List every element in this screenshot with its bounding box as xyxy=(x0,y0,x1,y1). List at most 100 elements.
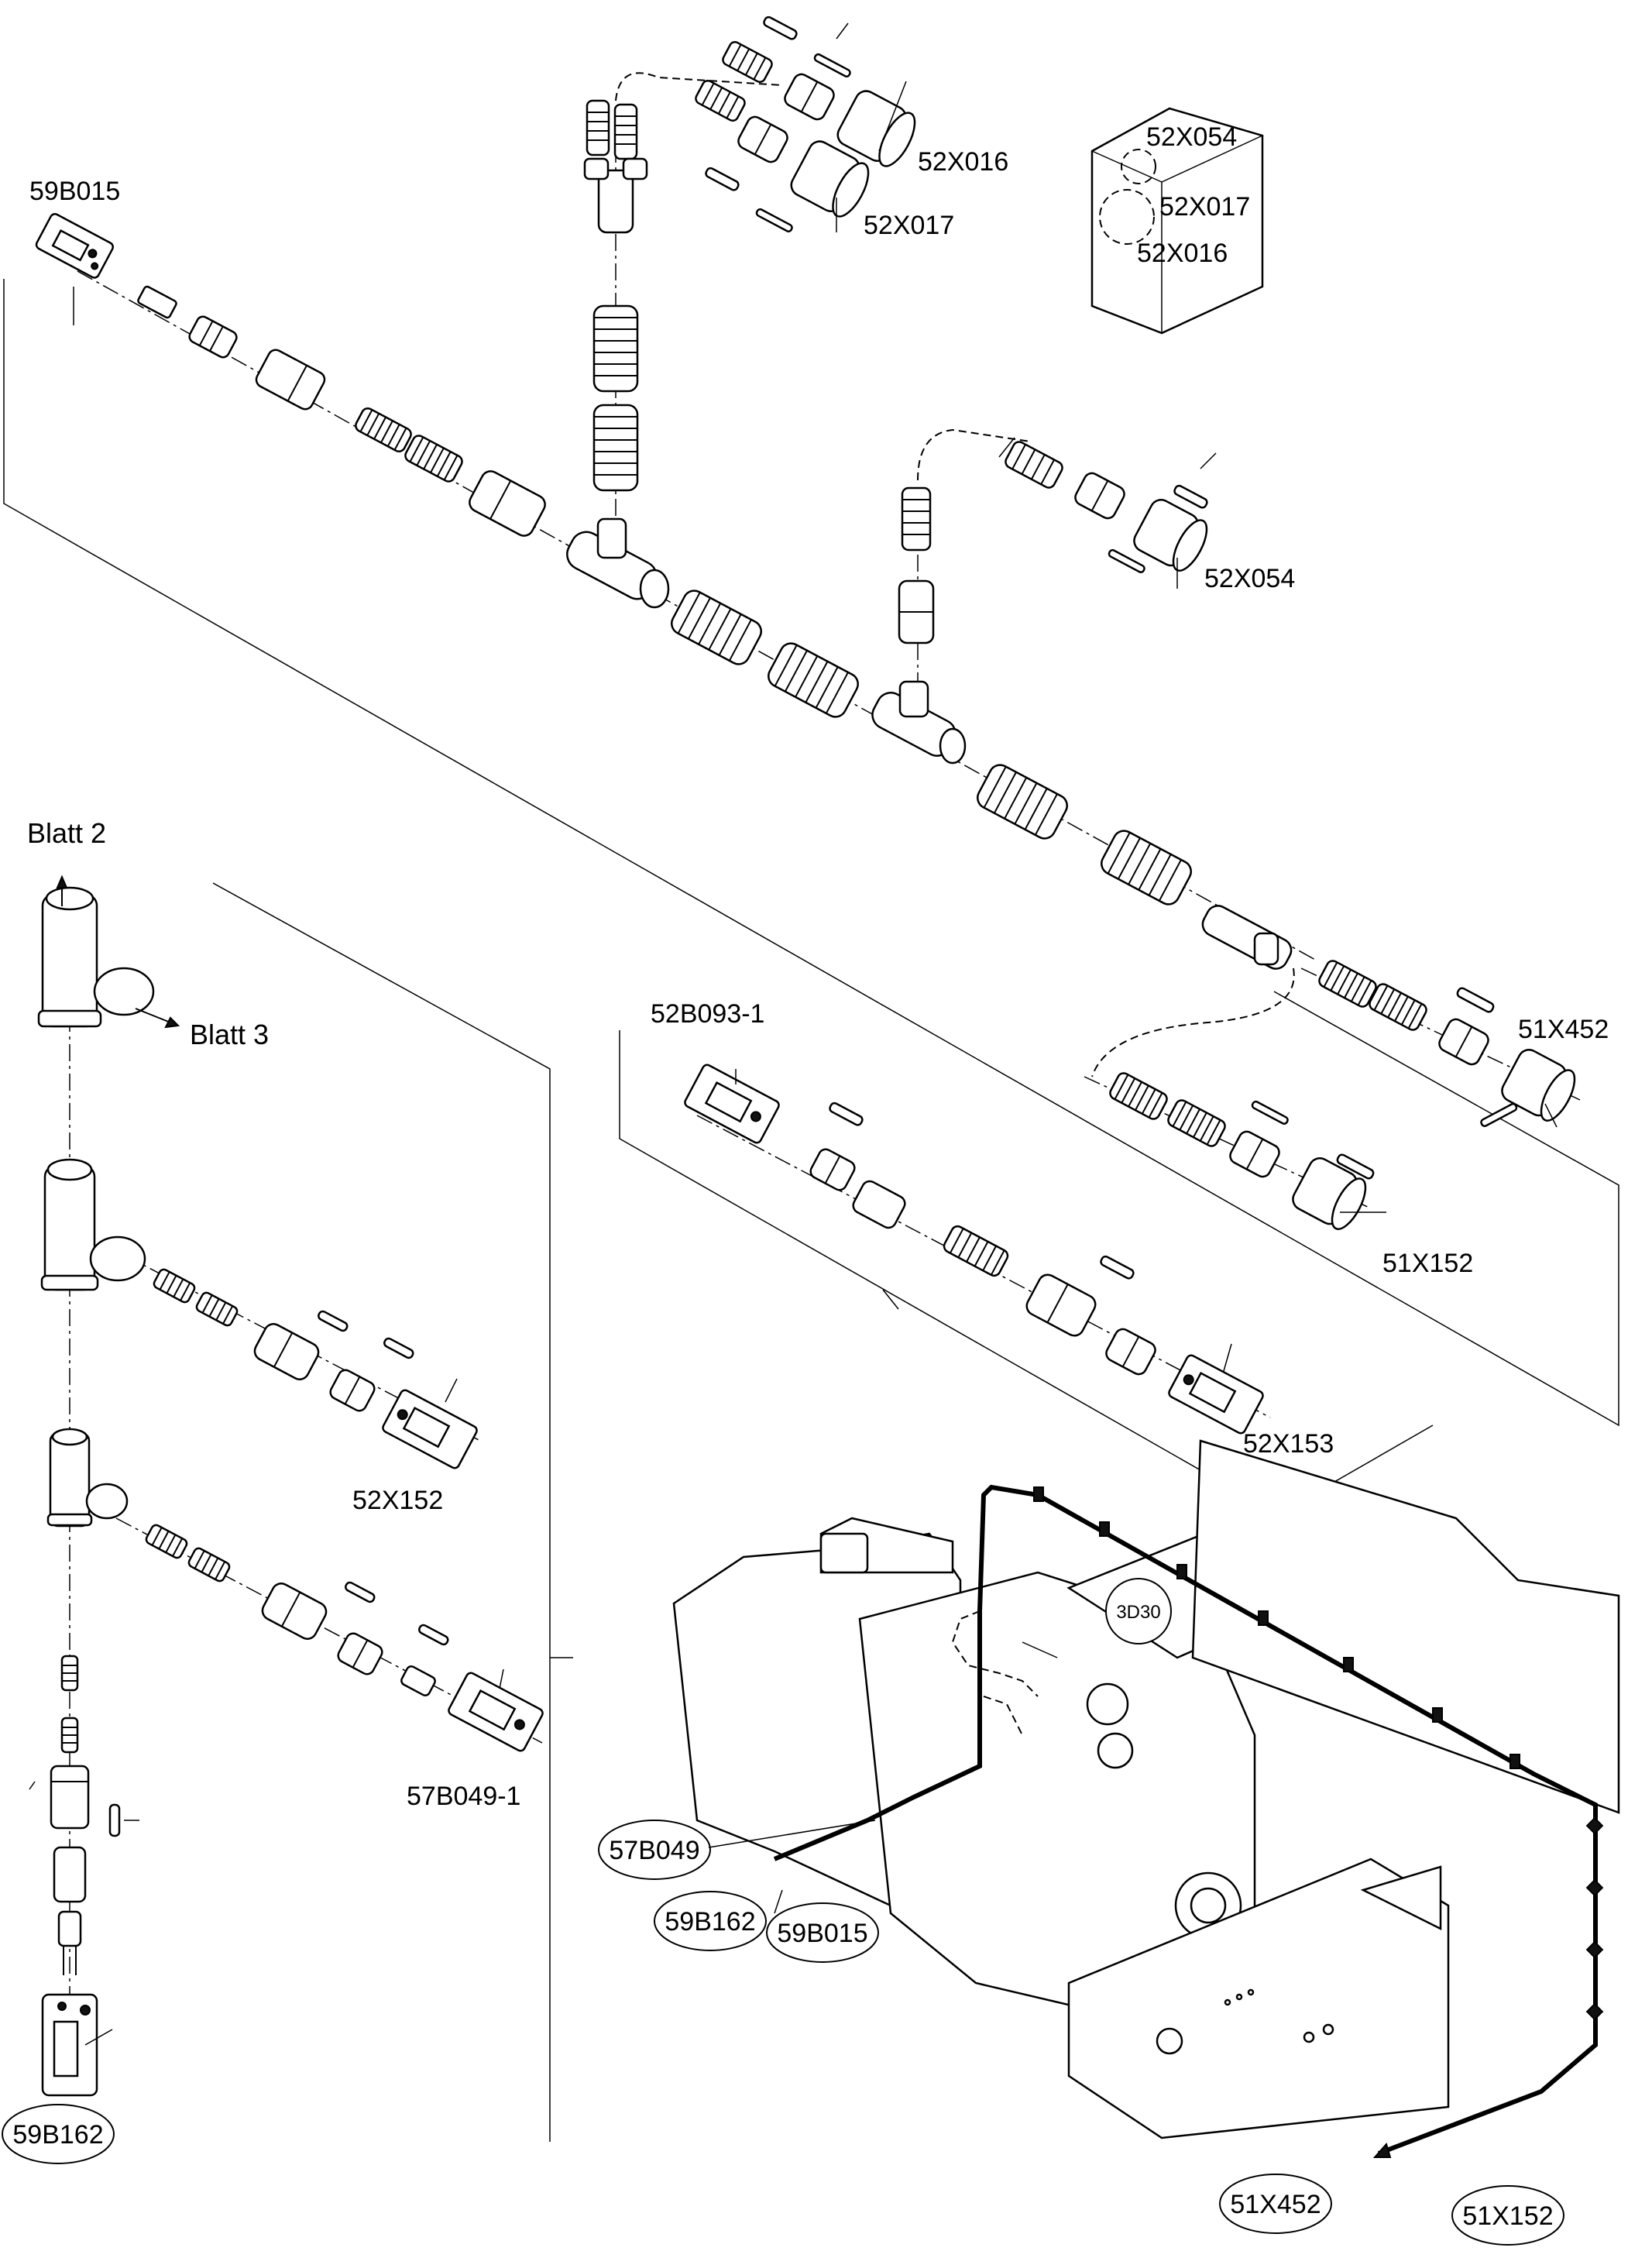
label-box-52X016: 52X016 xyxy=(1137,239,1228,268)
pin-contact-icon xyxy=(1456,987,1495,1013)
pin-contact-icon xyxy=(829,1101,864,1126)
t-piece-icon xyxy=(583,157,648,234)
engine-assembly-icon xyxy=(672,1439,1620,2139)
leader-lines xyxy=(29,22,1558,2046)
corrugated-tube-icon xyxy=(1005,441,1063,489)
connector-body-icon xyxy=(852,1180,906,1229)
connector-housing-icon xyxy=(35,213,115,279)
bubble-51X452-text: 51X452 xyxy=(1230,2190,1321,2219)
corrugated-tube-icon xyxy=(60,1717,79,1754)
label-52X054-mid: 52X054 xyxy=(1204,564,1295,593)
corrugated-tube-icon xyxy=(404,435,463,483)
bubble-51X452: 51X452 xyxy=(1219,2174,1332,2234)
bubble-51X152-text: 51X152 xyxy=(1462,2201,1553,2231)
pin-contact-icon xyxy=(1100,1255,1135,1280)
label-59B015-top: 59B015 xyxy=(29,177,120,206)
bubble-59B162-bottom-text: 59B162 xyxy=(12,2120,103,2150)
pin-contact-icon xyxy=(705,167,740,191)
corrugated-tube-icon xyxy=(1109,1072,1168,1120)
label-blatt-3: Blatt 3 xyxy=(190,1019,269,1050)
connector-body-icon xyxy=(255,349,326,411)
pin-contact-icon xyxy=(345,1581,376,1603)
corrugated-tube-icon xyxy=(592,304,639,393)
label-57B049-1: 57B049-1 xyxy=(407,1782,520,1811)
wiring-harness-icon xyxy=(773,1484,1604,2158)
label-51X152-exploded: 51X152 xyxy=(1382,1249,1473,1278)
connector-body-icon xyxy=(737,115,788,163)
grommet-seal-icon xyxy=(188,315,238,359)
connector-body-icon xyxy=(337,1632,383,1675)
bubble-59B162-mid: 59B162 xyxy=(654,1891,767,1951)
pin-contact-icon xyxy=(418,1624,449,1646)
connector-housing-icon xyxy=(1168,1354,1264,1435)
socket-contact-icon xyxy=(1108,548,1145,573)
connector-body-icon xyxy=(469,470,546,537)
corrugated-tube-icon xyxy=(1369,983,1427,1031)
pin-contact-icon xyxy=(763,15,798,40)
bubble-57B049-text: 57B049 xyxy=(609,1836,699,1865)
breakout-box xyxy=(1090,107,1264,335)
label-52X153: 52X153 xyxy=(1243,1429,1334,1459)
label-52X016-top: 52X016 xyxy=(918,147,1008,177)
blatt-arrows xyxy=(56,875,180,1029)
corrugated-tube-icon xyxy=(60,1655,79,1692)
pin-contact-icon xyxy=(1173,484,1208,509)
connector-housing-icon xyxy=(448,1672,544,1752)
label-52X152: 52X152 xyxy=(352,1486,443,1515)
socket-contact-icon xyxy=(1251,1100,1289,1125)
connector-body-icon xyxy=(57,1910,82,1975)
connector-59B015-top xyxy=(35,213,326,411)
corrugated-tube-icon xyxy=(671,589,762,665)
connector-body-icon xyxy=(53,1846,87,1903)
round-connectors xyxy=(790,90,1576,1230)
corrugated-tube-icon xyxy=(768,642,859,718)
corrugated-tube-icon xyxy=(145,1524,188,1559)
t-piece-icon xyxy=(566,517,670,609)
connector-body-icon xyxy=(1074,472,1125,520)
label-52B093-1: 52B093-1 xyxy=(651,999,764,1029)
corrugated-tubes xyxy=(60,41,1427,1754)
part-labels: 59B015 52X016 52X017 52X054 52X017 52X01… xyxy=(27,122,1609,1811)
harness-clips xyxy=(1033,1486,1604,2021)
bubble-3D30: 3D30 xyxy=(1105,1578,1172,1644)
contacts xyxy=(108,15,1518,1837)
t-piece-icon xyxy=(1201,905,1293,970)
pin-contact-icon xyxy=(1336,1153,1375,1180)
label-51X452-exploded: 51X452 xyxy=(1518,1015,1609,1044)
bubble-3D30-text: 3D30 xyxy=(1116,1602,1160,1623)
bubble-59B015: 59B015 xyxy=(766,1889,879,1963)
connector-body-icon xyxy=(1438,1018,1489,1066)
corrugated-tube-icon xyxy=(1318,960,1377,1008)
round-connector-icon xyxy=(1292,1157,1367,1230)
connector-body-icon xyxy=(253,1323,320,1380)
corrugated-tube-icon xyxy=(943,1225,1009,1277)
socket-contact-icon xyxy=(813,53,851,77)
connector-bodies xyxy=(50,73,1489,1975)
connector-body-icon xyxy=(1229,1130,1280,1178)
connector-body-icon xyxy=(1025,1273,1097,1337)
corrugated-tube-icon xyxy=(1101,830,1192,906)
bubble-57B049: 57B049 xyxy=(598,1820,876,1880)
corrugated-tube-icon xyxy=(153,1268,196,1304)
t-piece-icon xyxy=(40,1158,146,1291)
connector-housing-icon xyxy=(684,1064,780,1144)
connector-body-icon xyxy=(809,1148,856,1191)
corrugated-tube-icon xyxy=(1167,1099,1226,1147)
corrugated-tube-icon xyxy=(187,1547,231,1583)
connector-body-icon xyxy=(261,1583,328,1640)
label-52X017-top: 52X017 xyxy=(864,211,954,240)
connector-body-icon xyxy=(1105,1328,1156,1376)
connector-body-icon xyxy=(400,1665,436,1697)
corrugated-tube-icon xyxy=(901,486,932,552)
corrugated-tube-icon xyxy=(355,407,412,452)
corrugated-tube-icon xyxy=(592,404,639,492)
connector-body-icon xyxy=(329,1369,376,1412)
corrugated-tube-icon xyxy=(195,1291,239,1327)
round-connector-icon xyxy=(1501,1049,1576,1122)
t-piece-icon xyxy=(46,1428,129,1528)
bubble-59B162-bottom: 59B162 xyxy=(2,2104,115,2164)
bubble-labels: 3D30 57B049 59B162 59B015 59B162 51X452 … xyxy=(2,1578,1564,2246)
connector-housing-icon xyxy=(41,1993,98,2097)
t-pieces xyxy=(37,157,1293,1528)
